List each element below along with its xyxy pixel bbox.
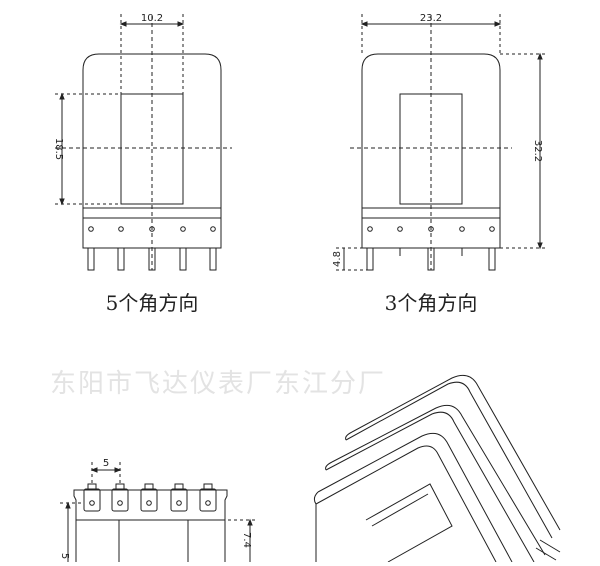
dim-arrow-left xyxy=(65,501,71,509)
dim-text-side-height: 7.4 xyxy=(241,532,252,548)
caption-3-corner: 3个角方向 xyxy=(385,291,478,315)
view-3-corner xyxy=(336,14,548,271)
pins-3 xyxy=(366,226,496,271)
dim-arrows-width xyxy=(119,21,185,27)
view-isometric xyxy=(313,374,561,563)
pin-side-pins xyxy=(83,483,217,512)
dim-text-width: 10.2 xyxy=(141,13,163,24)
dim-arrow-right xyxy=(247,518,253,526)
caption-5-corner: 5个角方向 xyxy=(106,291,199,315)
view-5-corner xyxy=(55,14,232,271)
view-pin-side xyxy=(60,462,258,562)
dim-arrows-width-3 xyxy=(360,21,502,27)
iso-pin-1 xyxy=(539,539,561,553)
iso-flange-front-inner xyxy=(315,445,497,563)
dim-text-pitch: 5 xyxy=(103,458,109,469)
dim-text-width-3: 23.2 xyxy=(420,13,442,24)
iso-flange-front xyxy=(317,432,513,563)
dim-arrows-height xyxy=(59,92,65,206)
dim-text-height-3: 32.2 xyxy=(532,140,543,162)
dim-arrows-height-3 xyxy=(537,52,543,250)
dim-text-side-left: 5 xyxy=(59,553,70,559)
iso-window-inner xyxy=(371,493,429,527)
dim-text-pin: 4.8 xyxy=(332,251,343,267)
pins-5 xyxy=(87,226,217,271)
iso-flange-middle-edge xyxy=(325,461,333,471)
dim-text-height: 18.5 xyxy=(53,138,64,160)
iso-flange-back-inner xyxy=(345,381,553,539)
iso-flange-front-edge xyxy=(313,491,319,562)
iso-flange-back-edge xyxy=(345,431,353,441)
iso-pin-2 xyxy=(535,547,557,561)
iso-flange-back xyxy=(351,374,561,531)
iso-flange-middle-inner xyxy=(325,411,535,563)
iso-flange-middle xyxy=(331,404,546,556)
dim-arrows-pitch xyxy=(90,467,122,473)
iso-window xyxy=(365,483,453,563)
watermark-text: 东阳市飞达仪表厂东江分厂 xyxy=(50,369,386,399)
